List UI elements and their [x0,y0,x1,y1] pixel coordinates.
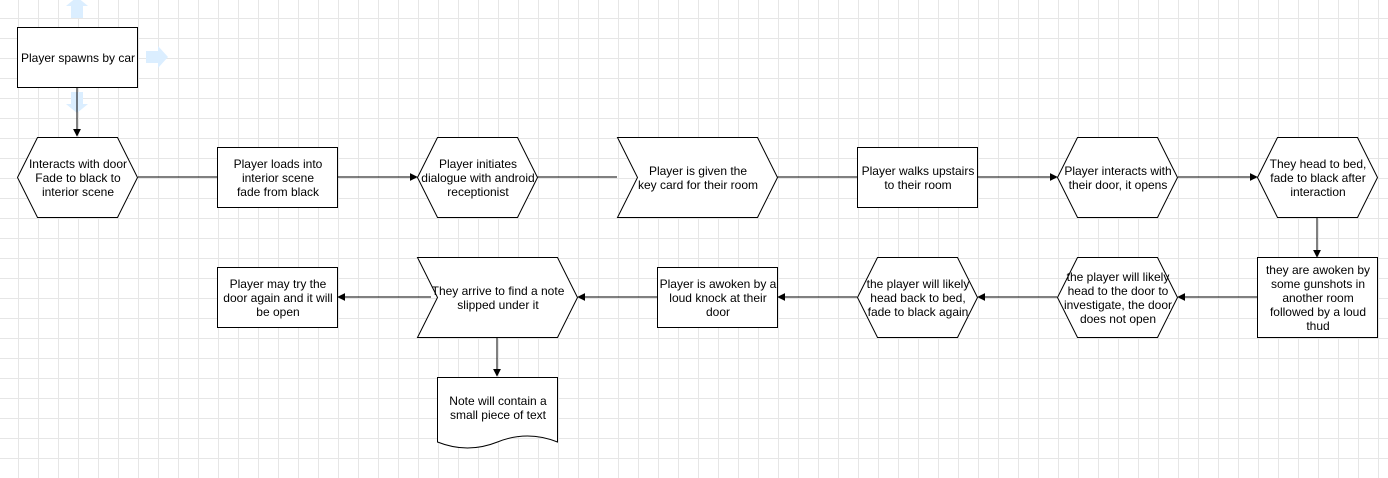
label-key-card: Player is given the key card for their r… [637,164,759,192]
label-door-open: Player may try the door again and it wil… [223,277,333,319]
selection-hint-arrows[interactable] [66,0,168,113]
label-room-door: Player interacts with their door, it ope… [1064,164,1172,192]
connectors [73,88,1321,377]
node-note-text[interactable] [437,377,558,449]
node-interact-door[interactable] [16,137,139,218]
label-interact-door: Interacts with door Fade to black to int… [28,157,128,199]
label-load-interior: Player loads into interior scene fade fr… [233,157,323,199]
label-gunshots: they are awoken by some gunshots in anot… [1265,263,1371,333]
label-upstairs: Player walks upstairs to their room [861,164,975,192]
label-investigate: the player will likely head to the door … [1063,270,1173,326]
node-note-found[interactable] [416,257,579,338]
node-back-to-bed[interactable] [856,257,979,338]
node-knock[interactable] [657,267,778,328]
node-gunshots[interactable] [1257,257,1378,338]
node-investigate[interactable] [1056,257,1179,338]
node-dialogue[interactable] [416,137,539,218]
node-upstairs[interactable] [857,147,978,208]
label-back-to-bed: the player will likely head back to bed,… [866,277,970,319]
node-spawn[interactable] [17,27,138,88]
label-spawn: Player spawns by car [20,51,136,65]
node-key-card[interactable] [616,137,779,218]
node-room-door[interactable] [1056,137,1179,218]
label-bed: They head to bed, fade to black after in… [1269,157,1367,199]
shapes [16,27,1379,449]
label-note-found: They arrive to find a note slipped under… [431,284,565,312]
label-dialogue: Player initiates dialogue with android r… [421,157,535,199]
label-note-text: Note will contain a small piece of text [449,394,547,422]
node-bed[interactable] [1256,137,1379,218]
node-load-interior[interactable] [217,147,338,208]
label-knock: Player is awoken by a loud knock at thei… [659,277,777,319]
node-door-open[interactable] [217,267,338,328]
